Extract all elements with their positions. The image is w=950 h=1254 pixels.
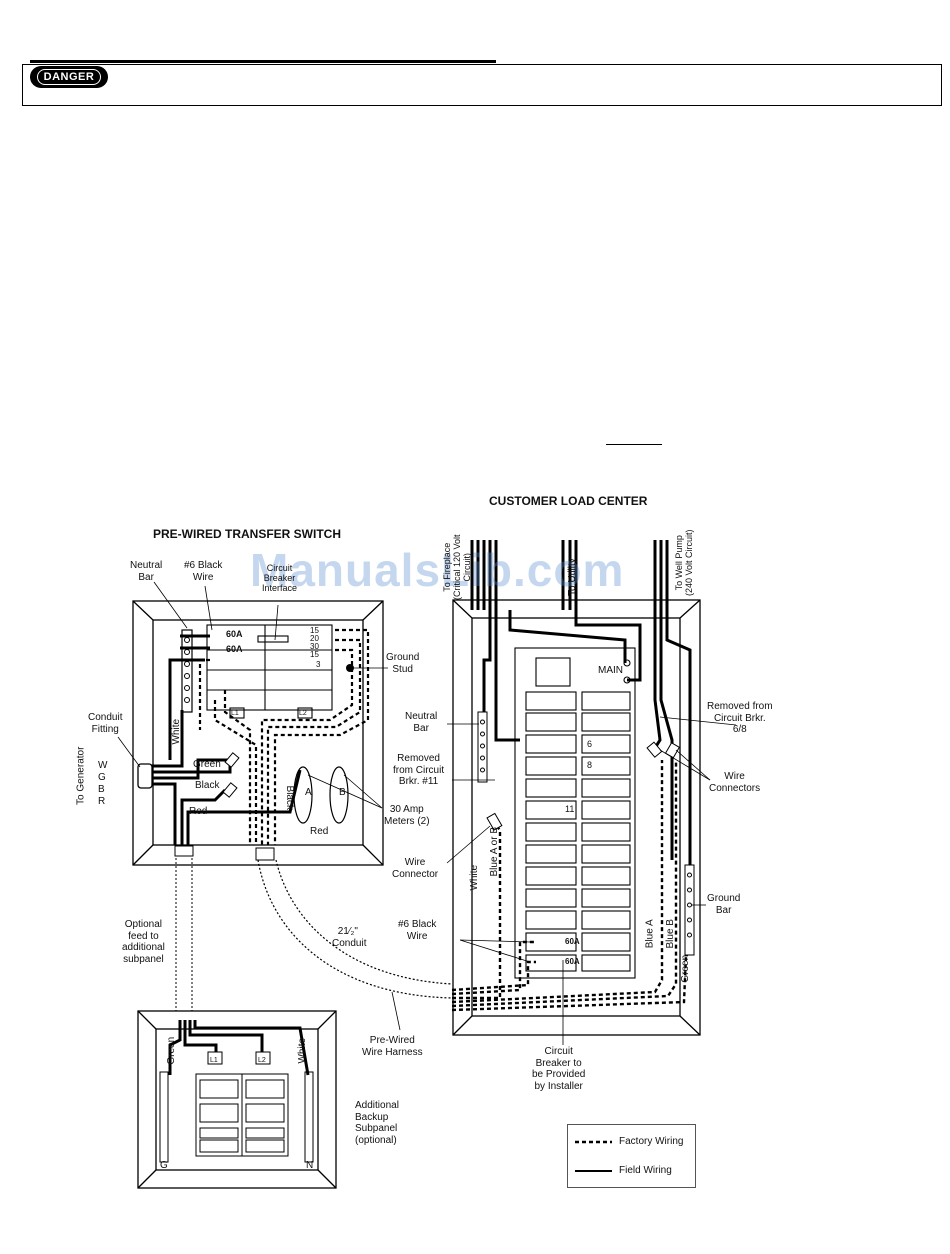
label-additional-subpanel: Additional Backup Subpanel (optional) xyxy=(355,1100,399,1146)
label-ts-l1: L1 xyxy=(231,710,239,717)
label-red-ts: Red xyxy=(189,806,208,817)
title-load-center: CUSTOMER LOAD CENTER xyxy=(489,494,648,508)
label-black-wire-lc: #6 Black Wire xyxy=(398,919,437,942)
label-black-vertical: Black xyxy=(283,785,295,810)
main-conduit xyxy=(255,847,453,999)
subpanel-wiring xyxy=(168,1020,310,1076)
label-meter-b: B xyxy=(339,787,346,798)
lc-ground-bar xyxy=(684,864,695,956)
label-removed-11: Removed from Circuit Brkr. #11 xyxy=(393,753,445,787)
label-ground-stud: Ground Stud xyxy=(386,652,420,675)
label-sub-g: G xyxy=(160,1160,168,1171)
label-optional-feed: Optional feed to additional subpanel xyxy=(122,919,165,965)
lc-breaker-panel xyxy=(514,647,636,979)
label-amp-meters: 30 Amp Meters (2) xyxy=(384,804,430,827)
label-wire-harness: Pre-Wired Wire Harness xyxy=(362,1035,423,1058)
label-wire-connectors: Wire Connectors xyxy=(709,771,761,794)
title-transfer-switch: PRE-WIRED TRANSFER SWITCH xyxy=(153,527,341,541)
label-ts-l2: L2 xyxy=(299,710,307,717)
label-brk-6: 6 xyxy=(587,739,593,749)
label-white-lc: White xyxy=(469,864,481,891)
label-sub-l2: L2 xyxy=(258,1057,266,1064)
label-green-lc: Green xyxy=(680,954,692,983)
label-sub-n: N xyxy=(306,1160,314,1171)
label-blue-a: Blue A xyxy=(644,919,656,949)
amp-meters xyxy=(293,766,349,824)
label-b: B xyxy=(98,784,105,795)
label-to-generator: To Generator xyxy=(75,746,87,805)
label-white-ts: White xyxy=(171,718,183,745)
label-lc-60a-2: 60A xyxy=(565,957,580,966)
legend-factory-label: Factory Wiring xyxy=(619,1136,684,1147)
label-ts-15b: 15 xyxy=(310,650,319,659)
lc-field-wiring xyxy=(470,540,692,865)
label-black-wire-ts: #6 Black Wire xyxy=(184,560,223,583)
label-blue-b: Blue B xyxy=(664,919,676,949)
ts-breaker-interface xyxy=(206,624,333,719)
label-wire-connector: Wire Connector xyxy=(392,857,439,880)
label-neutral-bar-lc: Neutral Bar xyxy=(405,711,438,734)
legend xyxy=(567,1124,696,1188)
subpanel-conduit xyxy=(174,845,194,1012)
label-to-fireplace: To Fireplace (Critical 120 Volt Circuit) xyxy=(442,534,472,600)
subpanel-breakers xyxy=(159,1051,314,1163)
label-red-bottom: Red xyxy=(310,826,329,837)
danger-notice-box xyxy=(22,64,942,106)
label-w: W xyxy=(98,760,108,771)
ts-neutral-bar xyxy=(181,629,193,713)
label-breaker-installer: Circuit Breaker to be Provided by Instal… xyxy=(532,1046,586,1092)
label-60a-2: 60A xyxy=(226,644,243,654)
label-g: G xyxy=(98,772,106,783)
underline-mark xyxy=(606,444,662,445)
label-lc-60a-1: 60A xyxy=(565,937,580,946)
wire-connectors xyxy=(222,741,681,831)
label-neutral-bar-ts: Neutral Bar xyxy=(130,560,163,583)
label-ts-15a: 15 xyxy=(310,626,319,635)
danger-badge: DANGER xyxy=(30,66,108,88)
leader-lines xyxy=(117,581,737,1045)
conduit-fitting xyxy=(137,763,153,789)
label-conduit-fitting: Conduit Fitting xyxy=(88,712,123,735)
label-conduit-size: 21⁄₂" Conduit xyxy=(332,926,367,949)
label-removed-6-8: Removed from Circuit Brkr. 6/8 xyxy=(707,701,773,735)
label-black-ts: Black xyxy=(195,780,220,791)
label-ground-bar: Ground Bar xyxy=(707,893,741,916)
ts-field-wiring xyxy=(150,634,302,845)
header-rule xyxy=(30,60,496,63)
label-r: R xyxy=(98,796,106,807)
label-meter-a: A xyxy=(305,787,312,798)
label-main: MAIN xyxy=(598,665,623,676)
legend-field-label: Field Wiring xyxy=(619,1165,672,1176)
label-brk-8: 8 xyxy=(587,760,593,770)
label-blue-a-or-b: Blue A or B xyxy=(488,827,500,877)
label-breaker-interface: Circuit Breaker Interface xyxy=(262,563,298,593)
label-ts-3: 3 xyxy=(316,660,321,669)
label-to-utility: To Utility xyxy=(567,558,578,596)
label-to-well-pump: To Well Pump (240 Volt Circuit) xyxy=(674,529,694,596)
watermark: ManualsLib.com xyxy=(250,544,625,596)
label-60a-1: 60A xyxy=(226,629,243,639)
label-ts-20: 20 xyxy=(310,634,319,643)
label-sub-green: Green xyxy=(166,1036,178,1065)
danger-label: DANGER xyxy=(36,69,102,85)
label-sub-white: White xyxy=(297,1037,309,1064)
lc-neutral-bar xyxy=(477,711,488,783)
label-ts-30: 30 xyxy=(310,642,319,651)
ts-factory-wiring xyxy=(198,628,370,845)
label-sub-l1: L1 xyxy=(210,1057,218,1064)
label-brk-11: 11 xyxy=(565,804,575,814)
lc-factory-wiring xyxy=(451,760,688,1012)
transfer-switch-enclosure xyxy=(132,600,384,866)
label-green-ts: Green xyxy=(193,759,221,770)
